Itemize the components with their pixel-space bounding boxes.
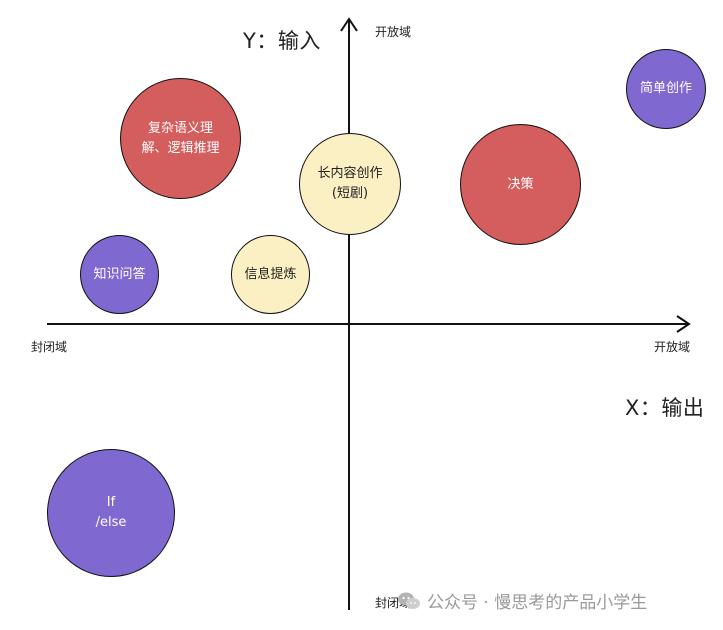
- bubble-label: 决策: [507, 176, 534, 192]
- x-axis-right-label: 开放域: [654, 340, 691, 354]
- bubble-info-extraction: 信息提炼: [231, 235, 310, 314]
- y-axis-title: Y：输入: [243, 29, 321, 53]
- bubble-label: 长内容创作 (短剧): [317, 166, 383, 201]
- bubble-simple-creation: 简单创作: [626, 49, 706, 129]
- x-axis-title: X：输出: [625, 396, 705, 420]
- x-axis-left-label: 封闭域: [31, 340, 68, 354]
- bubble-label: If /else: [95, 495, 127, 530]
- bubble-label: 信息提炼: [244, 266, 297, 282]
- wechat-icon: [398, 592, 420, 609]
- watermark: 公众号 · 慢思考的产品小学生: [397, 588, 647, 613]
- y-axis-arrow: [340, 17, 358, 32]
- bubble-label: 复杂语义理 解、逻辑推理: [141, 120, 220, 156]
- bubble-knowledge-qa: 知识问答: [80, 235, 159, 314]
- bubble-decision: 决策: [460, 124, 581, 245]
- bubble-if-else: If /else: [47, 449, 175, 577]
- bubble-label: 简单创作: [639, 81, 692, 96]
- bubble-complex-semantics: 复杂语义理 解、逻辑推理: [120, 78, 241, 199]
- bubble-long-content: 长内容创作 (短剧): [299, 133, 401, 235]
- watermark-text: 公众号 · 慢思考的产品小学生: [427, 593, 648, 613]
- bubble-label: 知识问答: [93, 266, 146, 282]
- x-axis-arrow: [676, 315, 691, 333]
- y-axis-top-label: 开放域: [375, 25, 412, 39]
